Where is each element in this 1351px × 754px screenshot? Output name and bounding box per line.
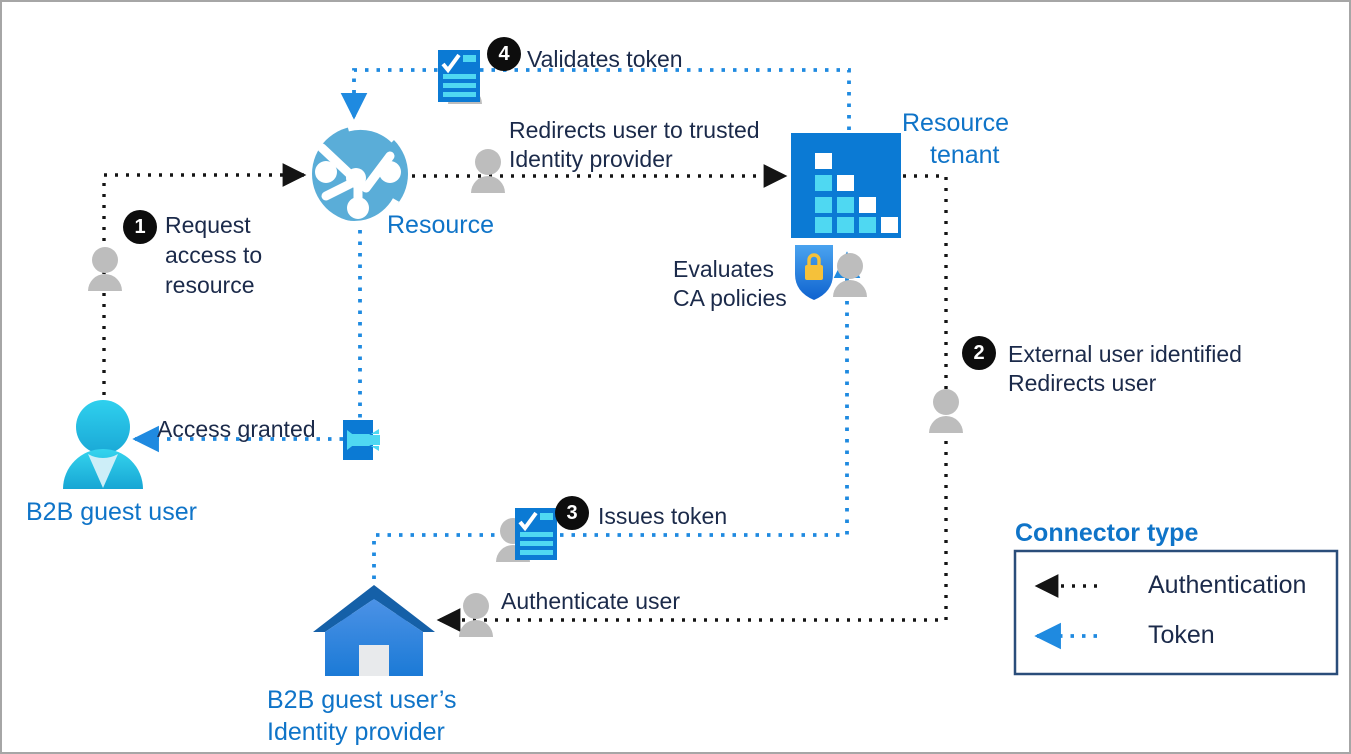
step-4-label: Validates token [527, 46, 683, 72]
node-label-identity-provider-line2: Identity provider [267, 718, 445, 746]
globe-resource-icon [312, 122, 408, 228]
edge-label-evaluates-ca-line2: CA policies [673, 285, 787, 311]
home-identity-provider-icon [313, 585, 435, 676]
edge-label-redirects-trusted-idp-line1: Redirects user to trusted [509, 117, 760, 143]
node-label-resource: Resource [387, 211, 494, 239]
step-1-label-line1: Request [165, 212, 251, 238]
legend-item-authentication-label: Authentication [1148, 571, 1307, 599]
legend-item-token-label: Token [1148, 621, 1215, 649]
sign-in-door-icon [343, 420, 380, 460]
person-silhouette-icon [471, 149, 505, 193]
person-silhouette-icon [833, 253, 867, 297]
step-1-label-line3: resource [165, 272, 255, 298]
guest-user-avatar-icon [63, 400, 143, 489]
connector-validates-token [340, 68, 851, 130]
step-2-label-line2: Redirects user [1008, 370, 1157, 396]
edge-label-redirects-trusted-idp-line2: Identity provider [509, 146, 673, 172]
person-silhouette-icon [929, 389, 963, 433]
token-checklist-icon [438, 50, 480, 102]
legend-title: Connector type [1015, 519, 1199, 547]
node-label-identity-provider-line1: B2B guest user’s [267, 686, 457, 714]
step-badge-3: 3 [555, 496, 589, 530]
connector-request-access [102, 163, 307, 406]
step-badge-2: 2 [962, 336, 996, 370]
token-checklist-icon [515, 508, 557, 560]
step-1-label-line2: access to [165, 242, 263, 268]
node-label-resource-tenant-line2: tenant [930, 141, 1000, 169]
tenant-grid-icon [791, 133, 901, 238]
node-label-resource-tenant-line1: Resource [902, 109, 1009, 137]
edge-label-authenticate-user: Authenticate user [501, 588, 681, 614]
step-badge-4: 4 [487, 37, 521, 71]
shield-lock-icon [795, 245, 833, 300]
person-silhouette-icon [459, 593, 493, 637]
edge-label-evaluates-ca-line1: Evaluates [673, 256, 775, 282]
person-silhouette-icon [88, 247, 122, 291]
step-badge-1: 1 [123, 210, 157, 244]
legend-box [1013, 549, 1339, 676]
node-label-b2b-guest-user: B2B guest user [26, 498, 197, 526]
edge-label-access-granted: Access granted [157, 416, 316, 442]
connector-issues-token [372, 251, 861, 602]
step-2-label-line1: External user identified [1008, 341, 1242, 367]
step-3-label: Issues token [598, 503, 728, 529]
